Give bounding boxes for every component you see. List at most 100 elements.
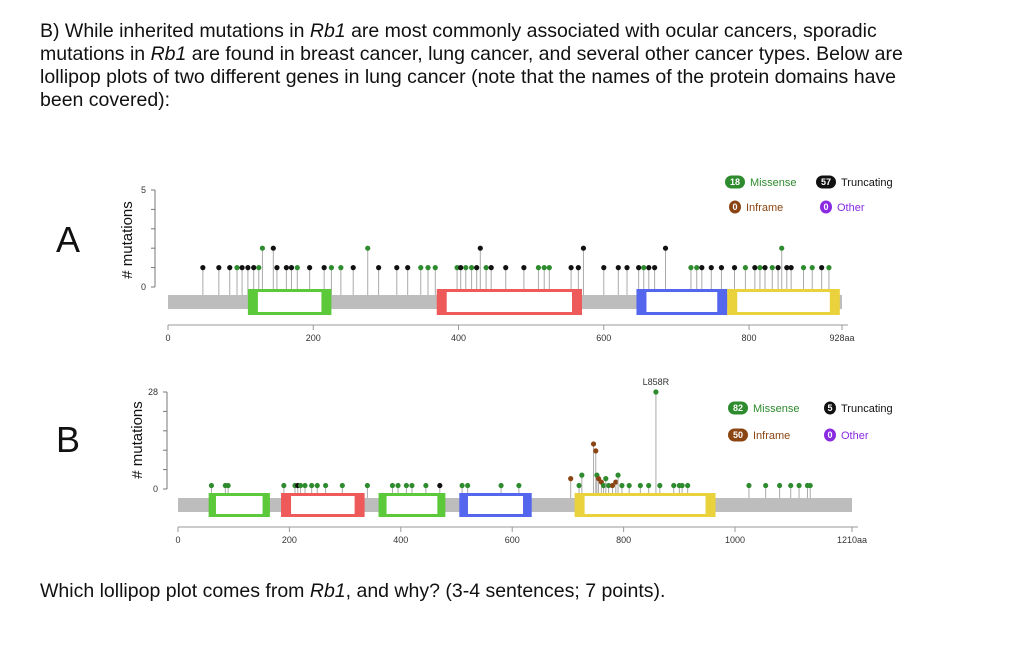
lollipop-head: [459, 482, 465, 489]
x-tick-label: 400: [393, 535, 408, 545]
domain-label-cover: [646, 292, 718, 312]
lollipop-head: [256, 265, 262, 271]
legend-label: Inframe: [746, 202, 783, 214]
lollipop-head: [281, 482, 287, 489]
lollipop-head: [568, 265, 574, 271]
x-tick-label: 1210aa: [837, 535, 867, 545]
legend-count: 18: [730, 177, 740, 187]
lollipop-head: [328, 265, 335, 271]
legend-count: 0: [732, 202, 737, 212]
lollipop-head: [779, 245, 785, 251]
lollipop-head: [590, 441, 597, 447]
lollipop-head: [757, 265, 763, 271]
lollipop-head: [652, 265, 658, 271]
lollipop-head: [302, 482, 308, 489]
lollipop-head: [637, 482, 643, 489]
lollipop-head: [579, 472, 585, 478]
legend-label: Missense: [750, 177, 796, 189]
x-tick-label: 0: [175, 535, 180, 545]
lollipop-head: [742, 265, 749, 271]
y-tick-label: 28: [148, 387, 158, 397]
lollipop-head: [605, 482, 612, 489]
lollipop-head: [718, 265, 725, 271]
lollipop-head: [601, 265, 607, 271]
lollipop-head: [568, 476, 574, 482]
lollipop-head: [463, 265, 469, 271]
domain-label-cover: [446, 292, 572, 312]
x-tick-label: 0: [165, 333, 170, 343]
lollipop-head: [613, 479, 619, 485]
intro-text-1: B) While inherited mutations in: [40, 20, 310, 42]
lollipop-head: [208, 482, 215, 489]
lollipop-head: [546, 265, 552, 271]
x-tick-label: 600: [505, 535, 520, 545]
question-text-2: , and why? (3-4 sentences; 7 points).: [345, 580, 666, 602]
domain-label-cover: [467, 496, 524, 514]
lollipop-head: [636, 265, 642, 271]
lollipop-head: [270, 245, 276, 251]
lollipop-head: [699, 265, 705, 271]
legend-count-badge: [728, 428, 748, 442]
lollipop-head: [283, 265, 289, 271]
lollipop-head: [796, 482, 802, 489]
x-tick-label: 200: [306, 333, 321, 343]
lollipop-head: [662, 245, 669, 251]
gene-name: Rb1: [150, 43, 187, 65]
lollipop-head: [746, 482, 752, 489]
domain-label-cover: [215, 496, 263, 514]
lollipop-head: [763, 482, 769, 489]
legend-label: Inframe: [753, 430, 790, 442]
x-tick-label: 800: [742, 333, 757, 343]
lollipop-head: [619, 482, 625, 489]
lollipop-head: [762, 265, 768, 271]
lollipop-head: [615, 472, 621, 478]
lollipop-head: [418, 265, 424, 271]
lollipop-head: [646, 265, 652, 271]
lollipop-head: [239, 265, 245, 271]
lollipop-head: [297, 482, 304, 489]
lollipop-head: [708, 265, 714, 271]
legend-count-badge: [725, 175, 745, 189]
lollipop-head: [671, 482, 677, 489]
lollipop-head: [227, 265, 233, 271]
lollipop-head: [626, 482, 632, 489]
intro-text-3: are found in breast cancer, lung cancer,…: [40, 43, 903, 111]
lollipop-head: [409, 482, 415, 489]
lollipop-head: [465, 482, 471, 489]
lollipop-head: [580, 245, 587, 251]
lollipop-head: [338, 265, 344, 271]
x-tick-label: 800: [616, 535, 631, 545]
lollipop-head: [225, 482, 231, 489]
lollipop-head: [200, 265, 206, 271]
domain-label-cover: [584, 496, 706, 514]
lollipop-head: [624, 265, 630, 271]
question-text-1: Which lollipop plot comes from: [40, 580, 310, 602]
lollipop-head: [516, 482, 522, 489]
legend-count-badge: [729, 200, 741, 214]
lollipop-head: [394, 265, 400, 271]
lollipop-head: [685, 482, 691, 489]
lollipop-head: [776, 482, 783, 489]
legend-label: Other: [841, 430, 869, 442]
lollipop-head: [468, 265, 475, 271]
lollipop-head: [541, 265, 547, 271]
lollipop-head: [646, 482, 652, 489]
domain-label-cover: [737, 292, 830, 312]
domain-label-cover: [291, 496, 355, 514]
legend-count: 50: [733, 430, 743, 440]
lollipop-head: [807, 482, 813, 489]
x-tick-label: 400: [451, 333, 466, 343]
lollipop-head: [307, 265, 313, 271]
lollipop-head: [657, 482, 663, 489]
lollipop-head: [488, 265, 494, 271]
lollipop-head: [432, 265, 438, 271]
gene-name: Rb1: [309, 20, 346, 42]
panel-label: B: [56, 419, 80, 460]
lollipop-head: [274, 265, 280, 271]
lollipop-head: [498, 482, 504, 489]
x-tick-label: 200: [282, 535, 297, 545]
lollipop-head: [389, 482, 396, 489]
lollipop-head: [309, 482, 315, 489]
